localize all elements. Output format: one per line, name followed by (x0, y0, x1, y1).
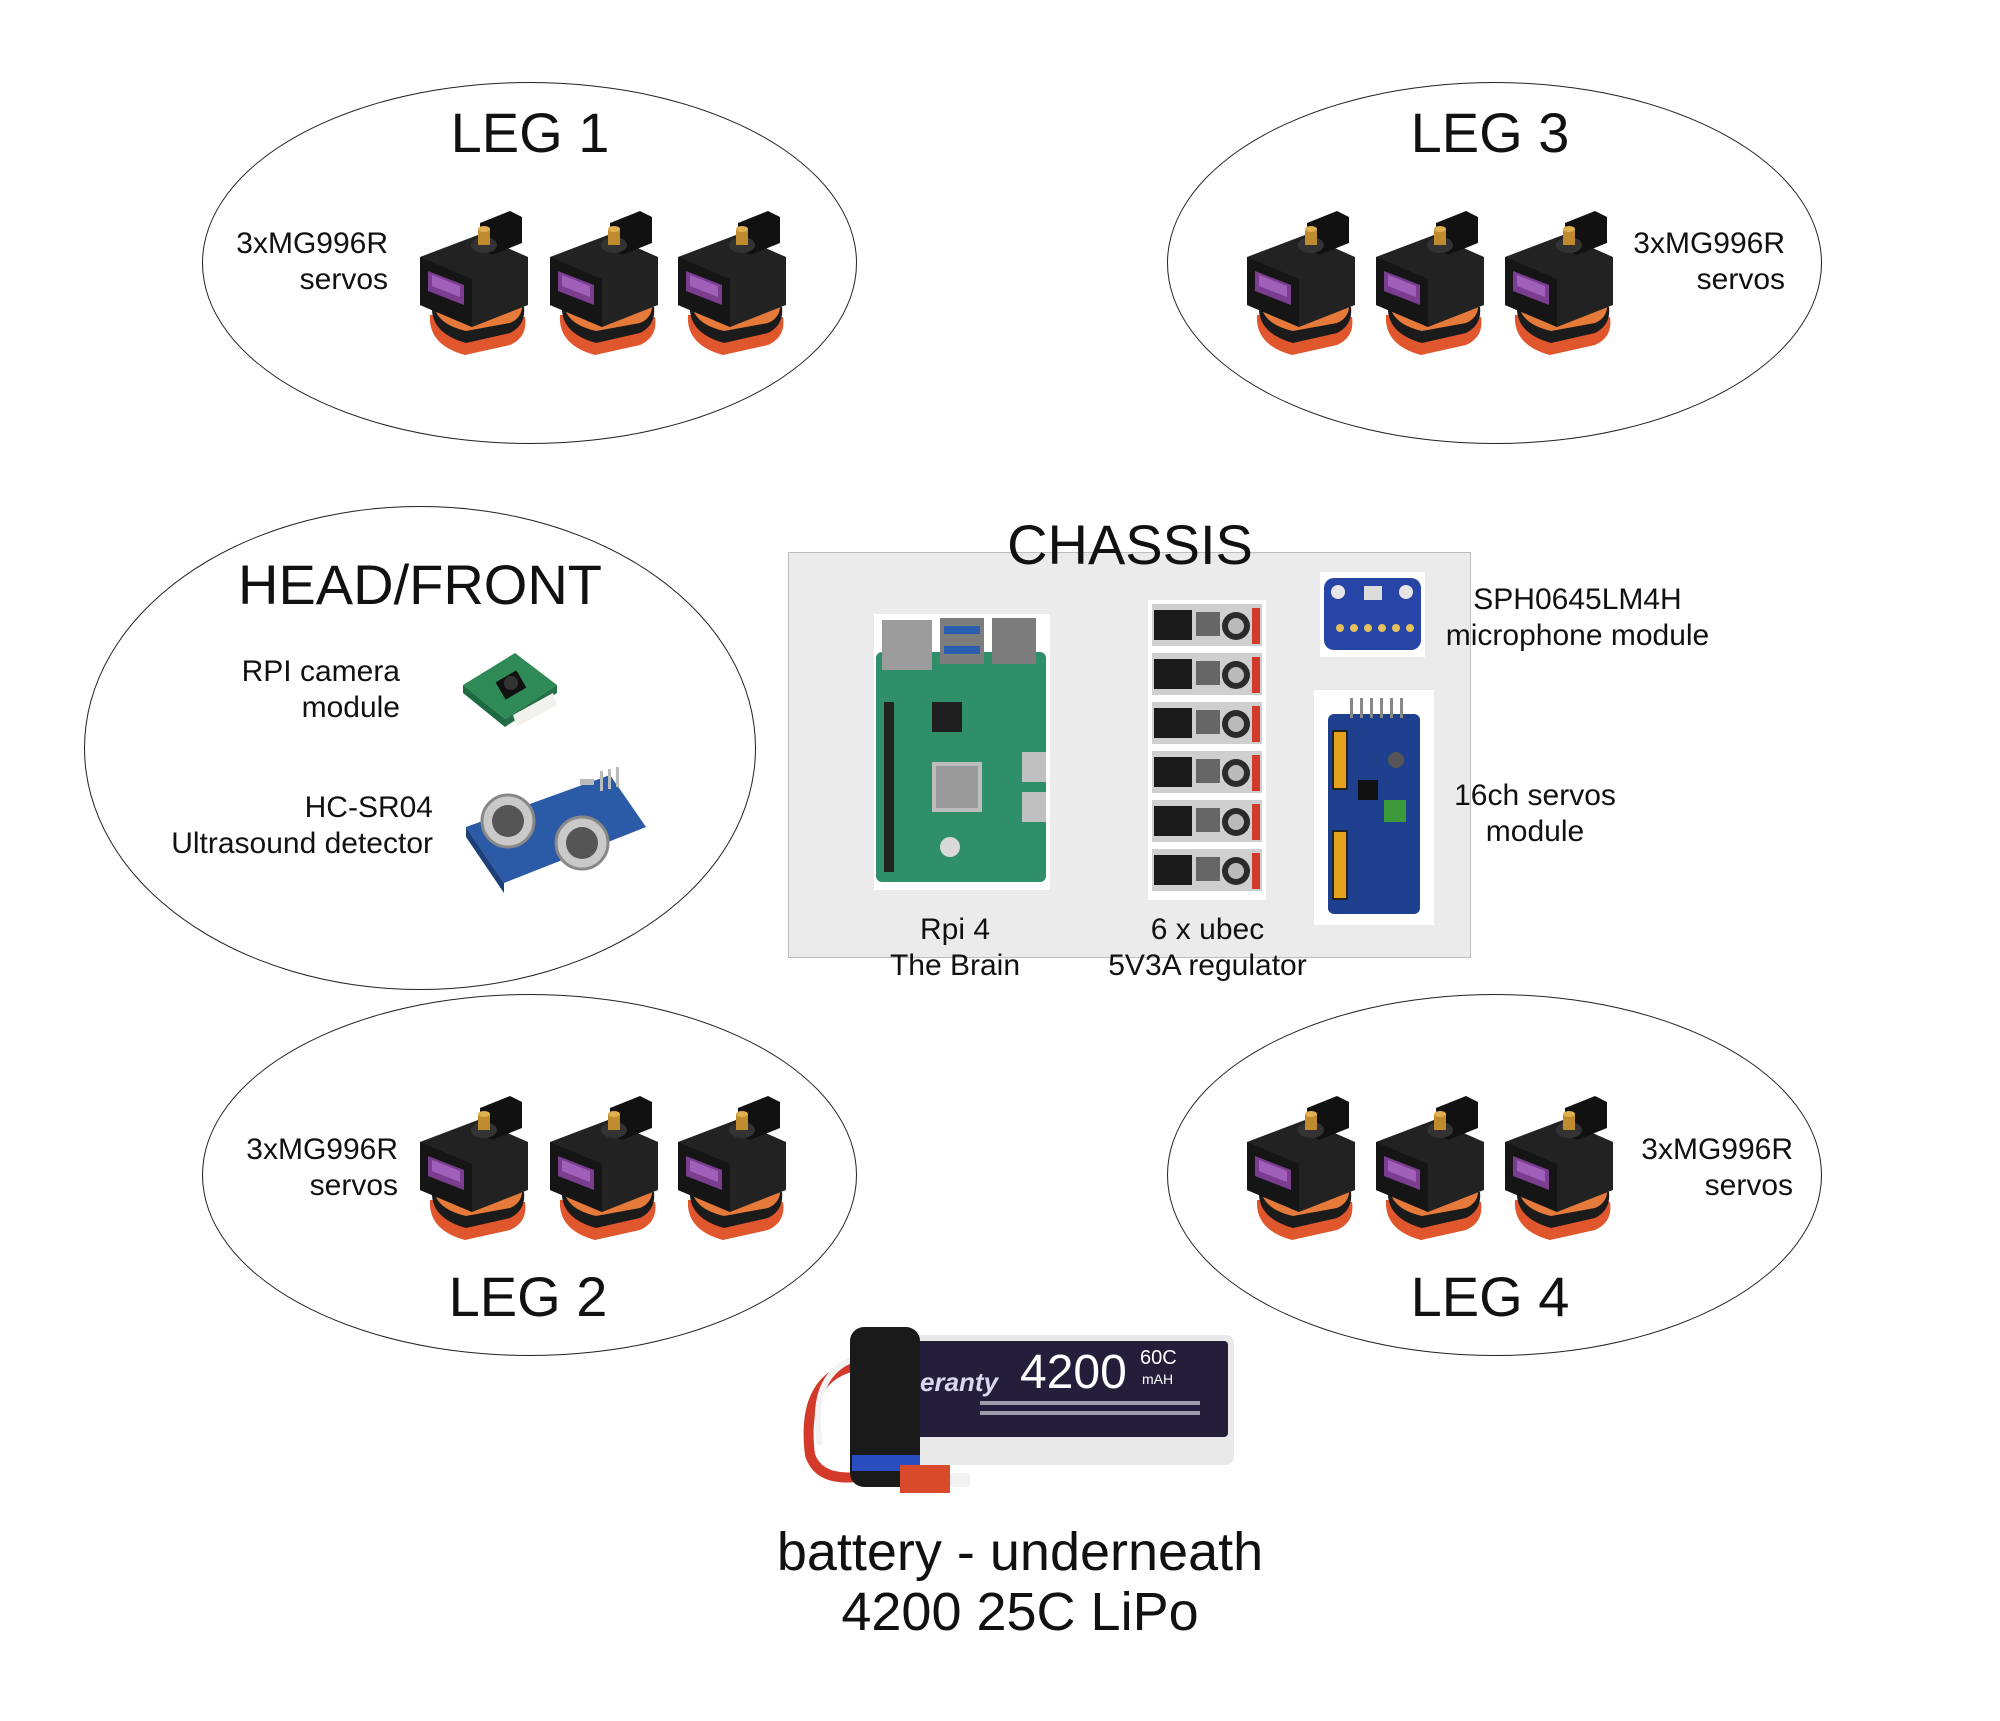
servo-icon (1505, 1096, 1613, 1240)
servo-icon (1376, 211, 1484, 355)
rpi-label: Rpi 4 The Brain (889, 913, 1021, 982)
camera-module-icon (463, 653, 557, 727)
microphone-module-icon (1320, 572, 1425, 657)
leg2-title: LEG 2 (448, 1265, 608, 1328)
battery-label: battery - underneath 4200 25C LiPo (776, 1522, 1264, 1642)
battery-unit: mAH (1142, 1371, 1174, 1387)
leg4-title: LEG 4 (1410, 1265, 1570, 1328)
leg1-group (202, 82, 857, 444)
chassis-title: CHASSIS (1007, 513, 1253, 576)
leg3-group (1167, 82, 1822, 444)
servo-icon (678, 1096, 786, 1240)
leg2-group (202, 994, 857, 1356)
leg3-title: LEG 3 (1410, 101, 1570, 164)
battery-brand: eranty (920, 1367, 999, 1397)
head-group (84, 506, 756, 990)
microphone-label: SPH0645LM4H microphone module (1445, 583, 1710, 652)
leg4-group (1167, 994, 1822, 1356)
battery-rating: 60C (1140, 1347, 1177, 1369)
battery-icon (803, 1327, 1234, 1493)
servo-icon (420, 211, 528, 355)
servo-icon (550, 1096, 658, 1240)
head-title: HEAD/FRONT (238, 553, 602, 616)
servo-icon (1247, 211, 1355, 355)
leg3-servo-label: 3xMG996R servos (1633, 227, 1785, 296)
servo-module-label: 16ch servos module (1454, 779, 1616, 848)
servo-icon (420, 1096, 528, 1240)
leg1-servo-label: 3xMG996R servos (236, 227, 388, 296)
ultrasound-label: HC-SR04 Ultrasound detector (171, 791, 433, 860)
servo-icon (1505, 211, 1613, 355)
servo-icon (678, 211, 786, 355)
servo-icon (1376, 1096, 1484, 1240)
servo-icon (550, 211, 658, 355)
servo-icon (1247, 1096, 1355, 1240)
leg1-title: LEG 1 (450, 101, 610, 164)
camera-label: RPI camera module (241, 655, 400, 724)
servo-driver-module-icon (1314, 690, 1434, 925)
ultrasound-sensor-icon (466, 767, 646, 893)
battery-capacity: 4200 (1020, 1346, 1127, 1399)
raspberry-pi-4-icon (874, 614, 1050, 890)
battery-pack: eranty 4200 60C mAH (800, 1315, 1240, 1500)
ubec-regulators-icon (1148, 600, 1266, 900)
leg4-servo-label: 3xMG996R servos (1641, 1133, 1793, 1202)
leg2-servo-label: 3xMG996R servos (246, 1133, 398, 1202)
ubec-label: 6 x ubec 5V3A regulator (1108, 913, 1307, 982)
